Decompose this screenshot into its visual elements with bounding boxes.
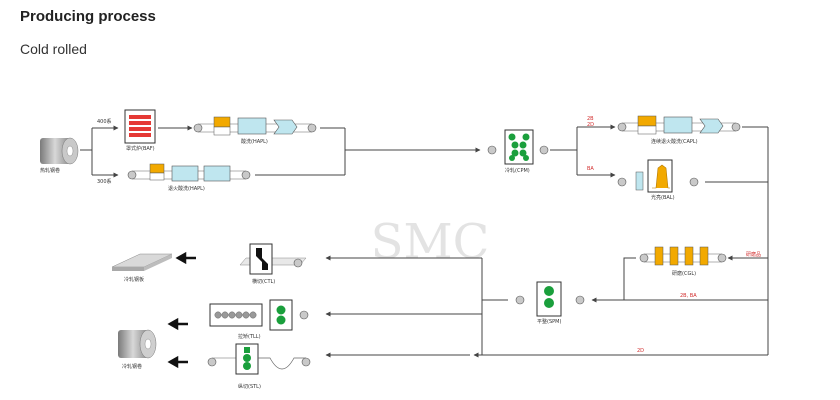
route-ba-label: BA bbox=[587, 166, 594, 172]
ctl-cutter-icon bbox=[239, 243, 307, 275]
page-subtitle: Cold rolled bbox=[20, 41, 87, 57]
cgl-line-icon bbox=[639, 246, 727, 266]
baf-label: 罩式炉(BAF) bbox=[126, 145, 155, 152]
hapl-bottom-label: 退火酸洗(HAPL) bbox=[168, 185, 205, 192]
capl-label: 连续退火酸洗(CAPL) bbox=[651, 138, 698, 145]
cold-rolled-sheet-label: 冷轧钢板 bbox=[124, 276, 144, 283]
tll-leveler-icon bbox=[209, 299, 309, 331]
route-2d-top-label: 2D bbox=[587, 122, 594, 128]
product-arrows bbox=[167, 251, 196, 369]
spm-label: 平整(SPM) bbox=[537, 318, 561, 325]
ctl-label: 横切(CTL) bbox=[252, 278, 275, 285]
capl-line-icon bbox=[617, 115, 741, 135]
spm-mill-icon bbox=[515, 281, 585, 317]
route-2b-ba-label: 2B, BA bbox=[680, 293, 697, 299]
cold-rolled-coil-icon bbox=[118, 329, 157, 359]
stl-slitter-icon bbox=[207, 343, 311, 375]
route-2b-label: 2B bbox=[587, 116, 594, 122]
watermark: SMC bbox=[371, 214, 490, 270]
branch-300-label: 300系 bbox=[97, 178, 112, 185]
bal-line-icon bbox=[617, 159, 699, 193]
cpm-mill-icon bbox=[487, 129, 549, 165]
baf-furnace-icon bbox=[124, 109, 156, 144]
branch-400-label: 400系 bbox=[97, 118, 112, 125]
hapl-top-label: 酸洗(HAPL) bbox=[241, 138, 268, 145]
hot-rolled-coil-label: 热轧钢卷 bbox=[40, 167, 60, 174]
hot-rolled-coil-icon bbox=[40, 137, 79, 165]
grinding-label: 研磨品 bbox=[746, 251, 761, 258]
hapl-top-line-icon bbox=[193, 116, 317, 136]
cold-rolled-sheet-icon bbox=[111, 253, 173, 271]
bal-label: 光亮(BAL) bbox=[651, 194, 675, 201]
tll-label: 拉矫(TLL) bbox=[238, 333, 261, 340]
cpm-label: 冷轧(CPM) bbox=[505, 167, 530, 174]
flow-lines bbox=[80, 124, 769, 358]
cgl-label: 研磨(CGL) bbox=[672, 270, 696, 277]
hapl-bottom-line-icon bbox=[127, 163, 251, 182]
page-title: Producing process bbox=[20, 8, 156, 25]
stl-label: 纵切(STL) bbox=[238, 383, 261, 390]
cold-rolled-coil-label: 冷轧钢卷 bbox=[122, 363, 142, 370]
route-2d-label: 2D bbox=[637, 348, 644, 354]
